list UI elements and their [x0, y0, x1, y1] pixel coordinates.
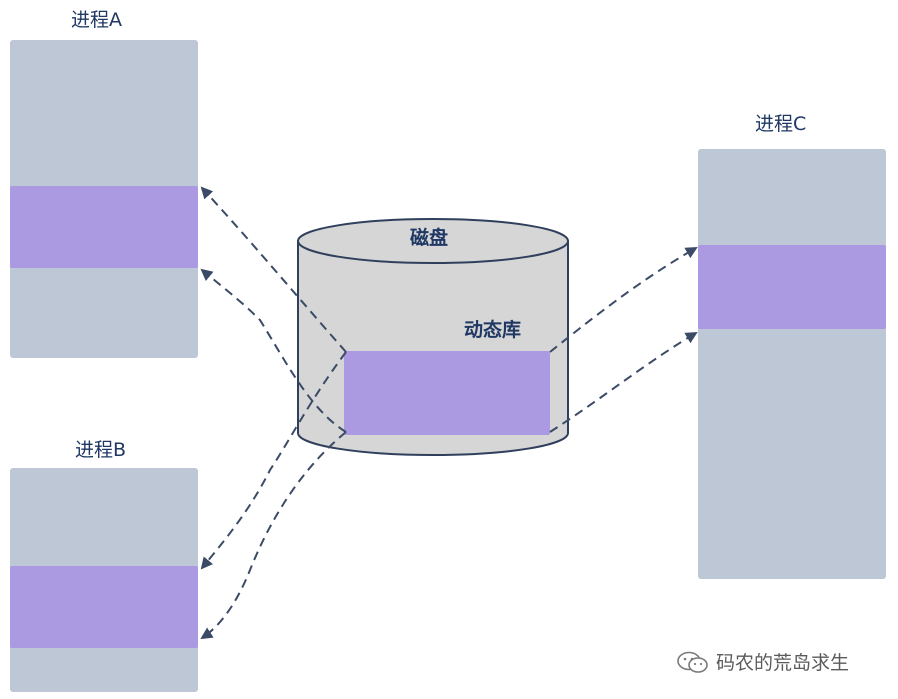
process-c-block	[698, 149, 886, 579]
arrow-lib-to-process-b-bottom	[200, 431, 347, 640]
mapping-arrows	[200, 186, 698, 640]
process-b-label: 进程B	[75, 439, 127, 461]
disk-top	[297, 218, 569, 264]
arrow-lib-to-process-c-top	[549, 247, 698, 353]
process-c-memory	[698, 149, 886, 579]
arrow-lib-to-process-a-top	[200, 186, 347, 353]
wechat-icon	[677, 651, 708, 673]
process-c-shared-region	[698, 245, 886, 329]
watermark-text: 码农的荒岛求生	[716, 652, 850, 674]
process-a-shared-region	[10, 186, 198, 268]
arrow-lib-to-process-a-bottom	[200, 268, 347, 433]
disk-label: 磁盘	[410, 227, 449, 249]
watermark: 码农的荒岛求生	[676, 648, 849, 675]
process-a-block	[10, 40, 198, 358]
disk-cylinder	[297, 218, 569, 456]
dynamic-library-block	[344, 351, 550, 435]
arrow-lib-to-process-b-top	[200, 351, 347, 570]
process-b-shared-region	[10, 566, 198, 648]
process-b-block	[10, 468, 198, 692]
process-c-label: 进程C	[755, 113, 807, 135]
process-a-label: 进程A	[71, 9, 122, 31]
dynamic-library-label: 动态库	[464, 319, 522, 341]
arrow-lib-to-process-c-bottom	[549, 331, 698, 433]
